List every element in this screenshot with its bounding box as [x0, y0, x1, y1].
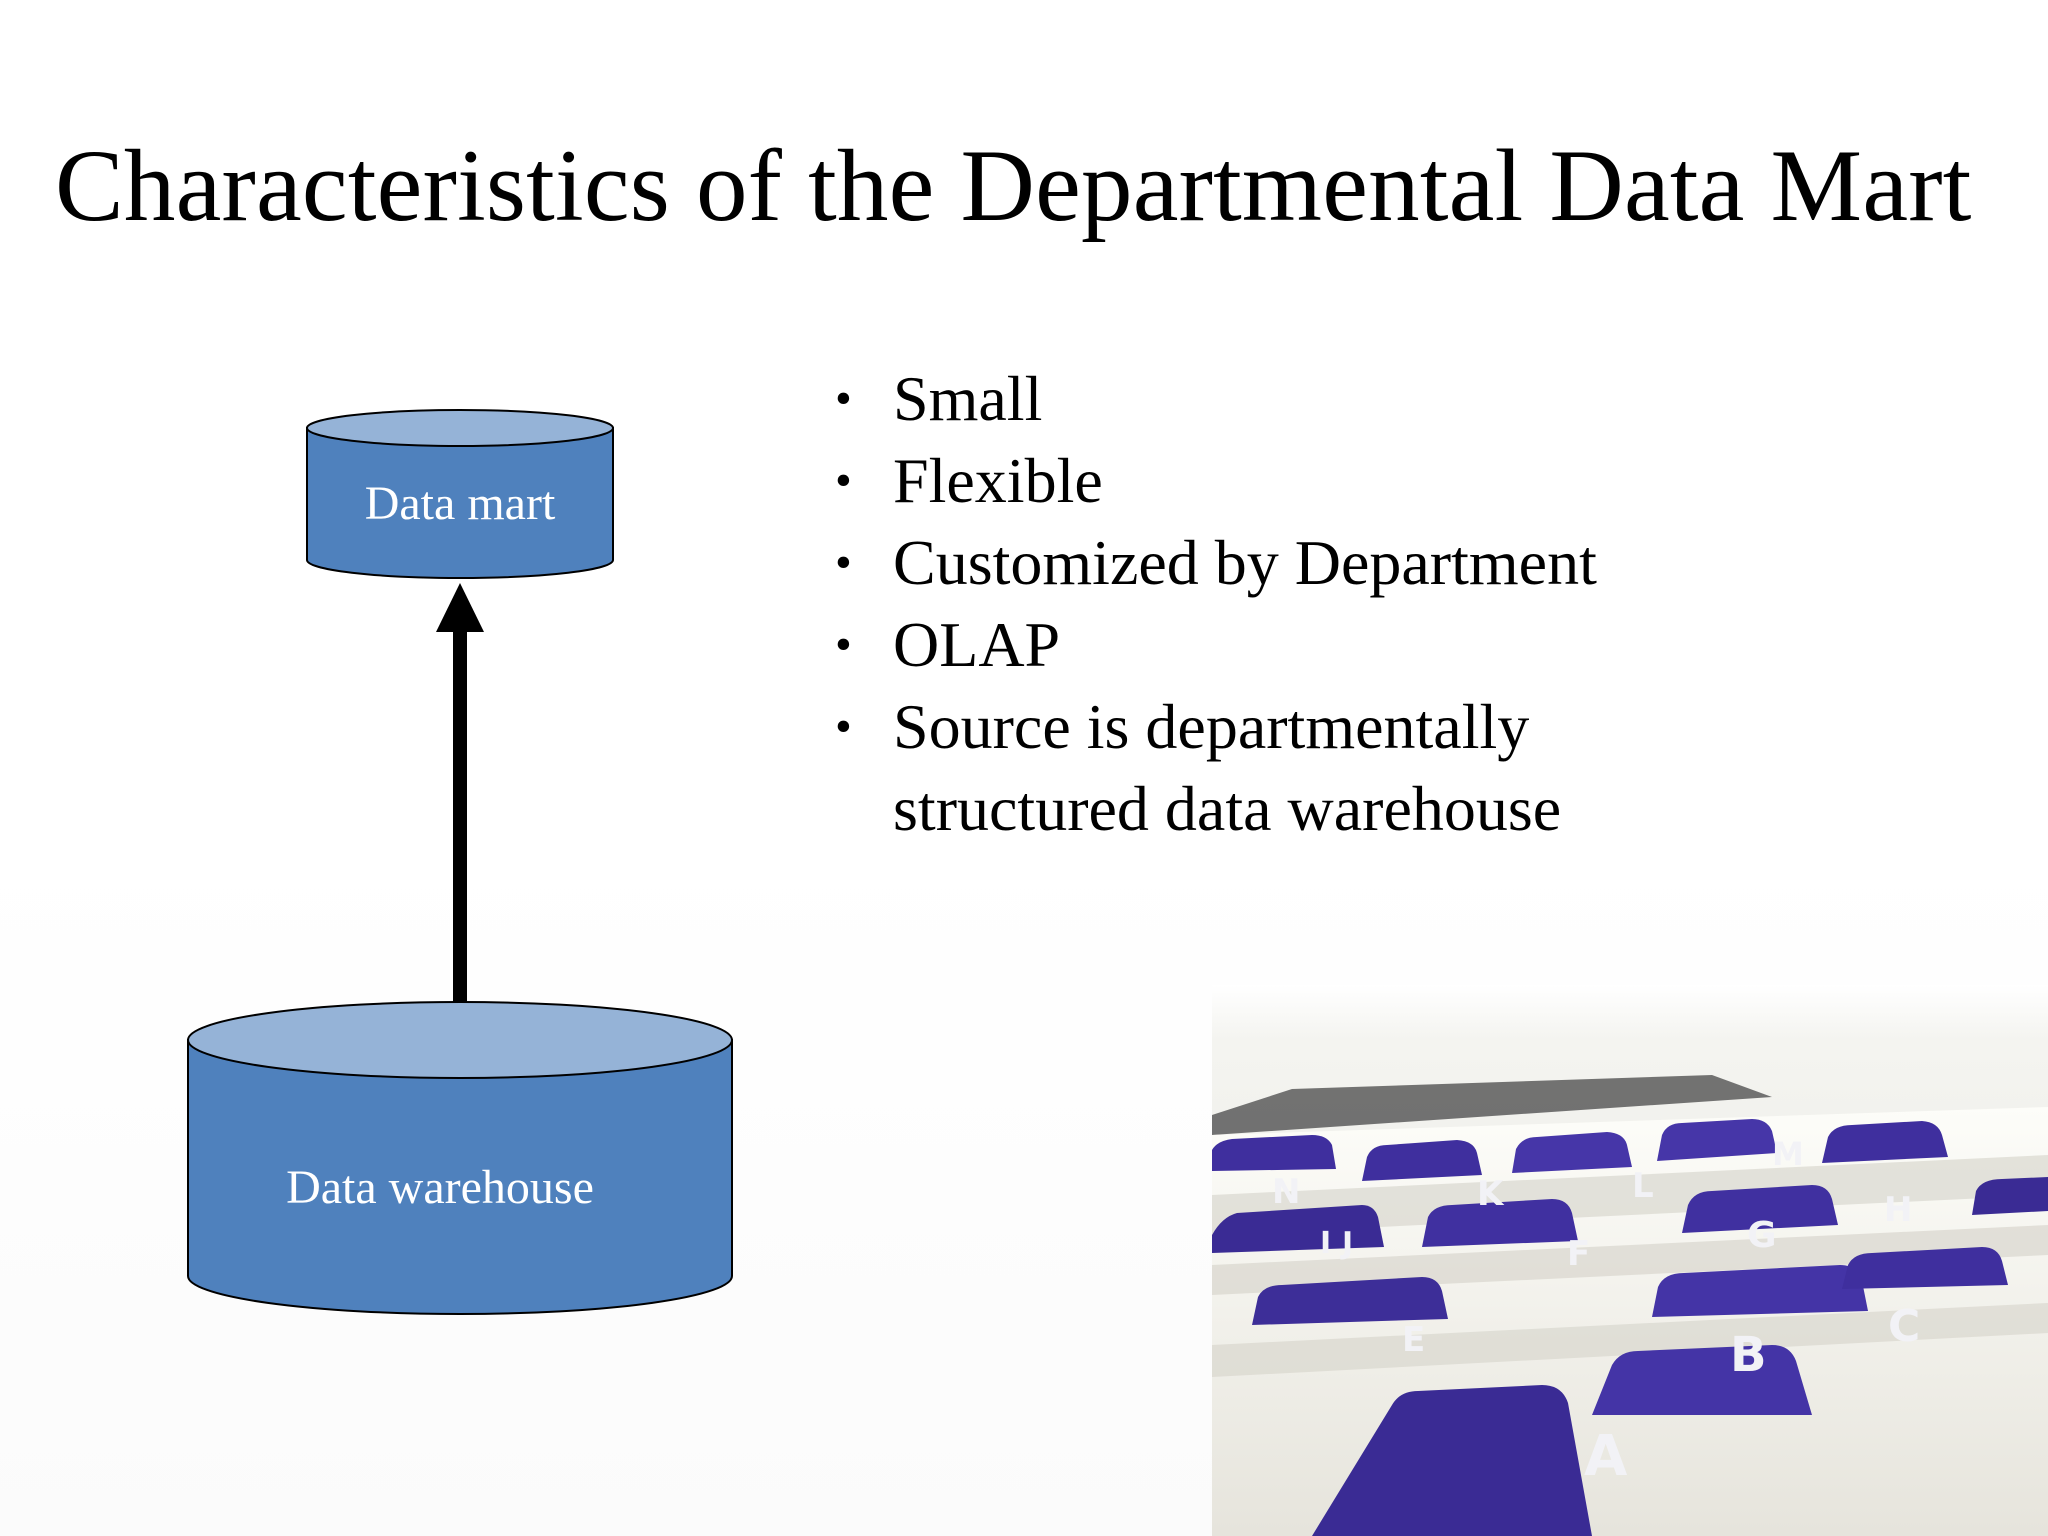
slide-title: Characteristics of the Departmental Data… — [55, 129, 1972, 243]
list-item-text: Customized by Department — [893, 527, 1597, 598]
bullet-icon: • — [835, 454, 852, 507]
tab-letter-n: N — [1272, 1172, 1300, 1212]
svg-text:K: K — [1477, 1174, 1505, 1214]
list-item: • Source is departmentally structured da… — [835, 686, 1793, 850]
list-item-text: Source is departmentally — [893, 691, 1530, 762]
svg-text:E: E — [1402, 1320, 1425, 1360]
list-item-text-continued: structured data warehouse — [893, 773, 1562, 844]
svg-text:M: M — [1772, 1135, 1804, 1173]
svg-text:L: L — [1632, 1166, 1654, 1206]
list-item: • Customized by Department — [835, 522, 1793, 604]
data-warehouse-label: Data warehouse — [286, 1161, 594, 1214]
data-warehouse-cylinder — [187, 1001, 733, 1315]
svg-text:J: J — [1340, 1226, 1353, 1261]
bullet-icon: • — [835, 372, 852, 425]
up-arrow-icon — [436, 583, 484, 1026]
svg-text:H: H — [1884, 1190, 1912, 1230]
data-flow-diagram — [187, 409, 733, 1315]
svg-text:C: C — [1888, 1301, 1920, 1352]
list-item-text: Flexible — [893, 445, 1103, 516]
svg-text:G: G — [1747, 1215, 1777, 1256]
svg-text:F: F — [1567, 1234, 1590, 1274]
list-item: • OLAP — [835, 604, 1793, 686]
characteristics-list: • Small • Flexible • Customized by Depar… — [835, 358, 1793, 850]
data-mart-cylinder — [306, 409, 614, 579]
svg-text:B: B — [1730, 1327, 1767, 1383]
list-item-text: OLAP — [893, 609, 1061, 680]
bullet-icon: • — [835, 700, 852, 753]
list-item: • Flexible — [835, 440, 1793, 522]
bullet-icon: • — [835, 618, 852, 671]
index-card-tabs-image: N I J K L M F G H E B C A — [1212, 985, 2048, 1536]
list-item-text: Small — [893, 363, 1043, 434]
svg-text:I: I — [1320, 1226, 1331, 1261]
bullet-icon: • — [835, 536, 852, 589]
list-item: • Small — [835, 358, 1793, 440]
svg-text:A: A — [1584, 1424, 1628, 1489]
data-mart-label: Data mart — [364, 477, 556, 530]
